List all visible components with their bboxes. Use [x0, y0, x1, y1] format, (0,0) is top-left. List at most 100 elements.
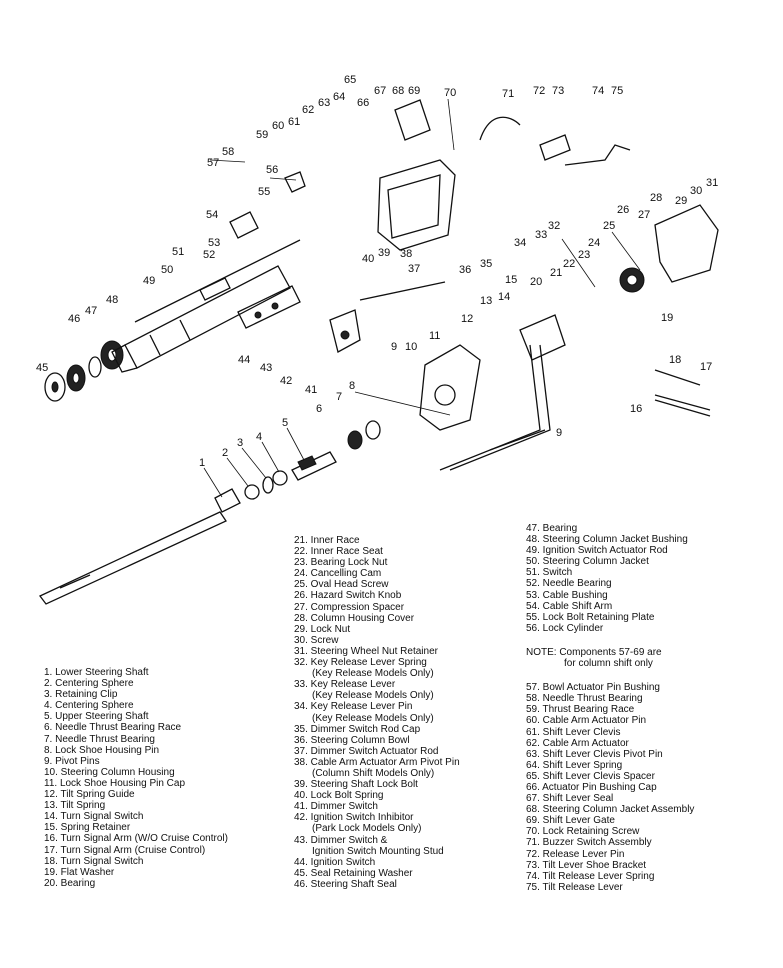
legend-item: 74. Tilt Release Lever Spring	[526, 870, 655, 882]
callout: 34	[514, 237, 526, 249]
callout: 16	[630, 403, 642, 415]
callout: 1	[199, 457, 205, 469]
callout: 32	[548, 220, 560, 232]
legend-item: 32. Key Release Lever Spring	[294, 657, 427, 669]
bearing-47	[88, 356, 102, 378]
tilt-lever-shoe-bracket-73	[539, 134, 571, 161]
legend-item: 20. Bearing	[44, 877, 96, 889]
legend-item: 38. Cable Arm Actuator Arm Pivot Pin	[294, 756, 460, 768]
legend-item: 22. Inner Race Seat	[294, 546, 383, 558]
legend-item: 23. Bearing Lock Nut	[294, 557, 388, 569]
callout: 38	[400, 248, 412, 260]
dimmer-switch-41	[329, 309, 361, 353]
callout: 67	[374, 85, 386, 97]
callout: 13	[480, 295, 492, 307]
legend-item: 25. Oval Head Screw	[294, 579, 389, 591]
legend-item: 45. Seal Retaining Washer	[294, 867, 413, 879]
callout: 42	[280, 375, 292, 387]
legend-item: 55. Lock Bolt Retaining Plate	[526, 611, 655, 623]
callout: 33	[535, 229, 547, 241]
legend-item: 7. Needle Thrust Bearing	[44, 733, 155, 745]
callout: 7	[336, 391, 342, 403]
callout: 50	[161, 264, 173, 276]
legend-item: 24. Cancelling Cam	[294, 568, 382, 580]
shift-lever-gate-69	[394, 99, 431, 141]
legend-item: 27. Compression Spacer	[294, 601, 405, 613]
callout: 41	[305, 384, 317, 396]
callout: 45	[36, 362, 48, 374]
callout: 51	[172, 246, 184, 258]
legend-item: 51. Switch	[526, 567, 573, 579]
legend-column-2: 21. Inner Race 22. Inner Race Seat 23. B…	[294, 535, 460, 890]
legend-item: 29. Lock Nut	[294, 623, 351, 635]
callout: 20	[530, 276, 542, 288]
centering-sphere-2	[244, 484, 260, 500]
callout: 75	[611, 85, 623, 97]
legend-item: (Park Lock Models Only)	[312, 823, 422, 835]
legend-item: 4. Centering Sphere	[44, 700, 134, 712]
callout: 70	[444, 87, 456, 99]
callout: 11	[429, 330, 440, 342]
legend-item: 54. Cable Shift Arm	[526, 600, 613, 612]
callout: 66	[357, 97, 369, 109]
legend-item: 59. Thrust Bearing Race	[526, 704, 635, 716]
legend-item: 69. Shift Lever Gate	[526, 815, 615, 827]
legend-item: 71. Buzzer Switch Assembly	[526, 837, 652, 849]
callout: 73	[552, 85, 564, 97]
legend-item: 18. Turn Signal Switch	[44, 855, 144, 867]
callout: 62	[302, 104, 314, 116]
callout: 12	[461, 313, 473, 325]
callout: 63	[318, 97, 330, 109]
callout: 28	[650, 192, 662, 204]
legend-item: 46. Steering Shaft Seal	[294, 878, 397, 890]
legend-column-1: 1. Lower Steering Shaft 2. Centering Sph…	[44, 667, 228, 889]
callout: 71	[502, 88, 514, 100]
callout: 30	[690, 185, 702, 197]
legend-item: 31. Steering Wheel Nut Retainer	[294, 645, 438, 657]
cable-shift-arm-54	[229, 211, 259, 239]
legend-item: 42. Ignition Switch Inhibitor	[294, 812, 414, 824]
legend-item: 14. Turn Signal Switch	[44, 811, 144, 823]
callout: 14	[498, 291, 510, 303]
legend-item: 15. Spring Retainer	[44, 822, 131, 834]
legend-item: 57. Bowl Actuator Pin Bushing	[526, 682, 660, 694]
callout: 22	[563, 258, 575, 270]
lower-steering-shaft	[38, 488, 241, 605]
callout: 46	[68, 313, 80, 325]
legend-item: 28. Column Housing Cover	[294, 612, 415, 624]
legend-item: 73. Tilt Lever Shoe Bracket	[526, 859, 647, 871]
callout: 27	[638, 209, 650, 221]
callout: 48	[106, 294, 118, 306]
callout: 18	[669, 354, 681, 366]
callout: 15	[505, 274, 517, 286]
callout: 35	[480, 258, 492, 270]
legend-item: 1. Lower Steering Shaft	[44, 667, 149, 678]
exploded-parts-diagram: 1 2 3 4 5 6 7 8 9 9 10 11 12 13 14 15 16…	[36, 74, 719, 605]
callout: 21	[550, 267, 562, 279]
legend-item: 11. Lock Shoe Housing Pin Cap	[44, 777, 186, 789]
callout: 31	[706, 177, 718, 189]
column-housing-cover-28	[654, 204, 719, 283]
callout: 8	[349, 380, 355, 392]
legend-item: 50. Steering Column Jacket	[526, 556, 649, 568]
legend-item: (Key Release Models Only)	[312, 668, 434, 680]
turn-signal-arm-17	[654, 369, 701, 386]
callout: 36	[459, 264, 471, 276]
callout: 6	[316, 403, 322, 415]
legend-item: 26. Hazard Switch Knob	[294, 590, 402, 602]
callout: 43	[260, 362, 272, 374]
buzzer-switch-assembly-71	[479, 116, 521, 141]
callout: 59	[256, 129, 268, 141]
callout: 23	[578, 249, 590, 261]
callout: 5	[282, 417, 288, 429]
callout: 72	[533, 85, 545, 97]
legend-item: Ignition Switch Mounting Stud	[312, 845, 444, 857]
legend-item: 75. Tilt Release Lever	[526, 881, 623, 893]
callout: 49	[143, 275, 155, 287]
wiring-harness	[439, 344, 551, 471]
callout: 69	[408, 85, 420, 97]
callout: 61	[288, 116, 300, 128]
legend-item: 13. Tilt Spring	[44, 800, 106, 812]
legend-item: 53. Cable Bushing	[526, 589, 608, 601]
legend-item: 2. Centering Sphere	[44, 678, 134, 690]
